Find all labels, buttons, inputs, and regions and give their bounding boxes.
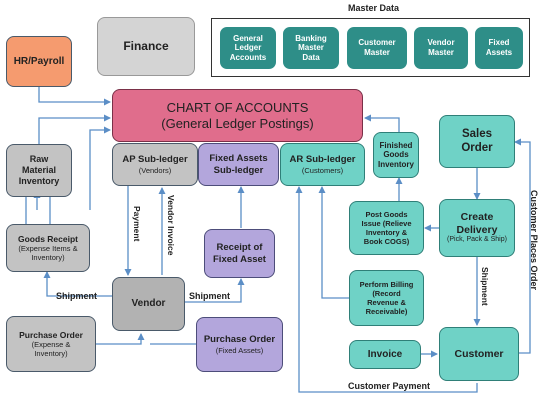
arrow-raw-to-chart bbox=[38, 114, 111, 144]
shipment-vertical-label: Shipment bbox=[480, 267, 490, 306]
shipment-right-label: Shipment bbox=[189, 291, 231, 301]
hr-payroll-box[interactable]: HR/Payroll bbox=[6, 36, 72, 87]
purchase-order-fixed-assets[interactable]: Purchase Order(Fixed Assets) bbox=[196, 317, 283, 372]
vendor-invoice-label: Vendor Invoice bbox=[166, 195, 176, 256]
arrow-gr-to-ap bbox=[89, 126, 111, 210]
customer-places-order-label: Customer Places Order bbox=[529, 190, 539, 291]
invoice-box[interactable]: Invoice bbox=[349, 340, 421, 369]
purchase-order[interactable]: Purchase Order(Expense &Inventory) bbox=[6, 316, 96, 372]
arrow-gr-to-raw-lines bbox=[25, 197, 51, 224]
vendor-box[interactable]: Vendor bbox=[112, 277, 185, 331]
finance-box[interactable]: Finance bbox=[97, 17, 195, 76]
arrow-hr-to-chart bbox=[38, 87, 111, 106]
arrow-vendor-to-receipt bbox=[185, 278, 245, 303]
arrow-billing-to-ar bbox=[318, 186, 349, 299]
arrow-vendor-to-gr bbox=[43, 271, 112, 297]
payment-label: Payment bbox=[132, 206, 142, 242]
chart-of-accounts[interactable]: CHART OF ACCOUNTS(General Ledger Posting… bbox=[112, 89, 363, 142]
customer-box[interactable]: Customer bbox=[439, 327, 519, 381]
arrow-fg-to-chart bbox=[364, 114, 400, 132]
arrow-customer-payment bbox=[295, 186, 478, 393]
ap-subledger[interactable]: AP Sub-ledger(Vendors) bbox=[112, 143, 198, 186]
customer-payment-label: Customer Payment bbox=[348, 381, 431, 391]
master-data-title: Master Data bbox=[348, 3, 400, 13]
shipment-left-label: Shipment bbox=[56, 291, 98, 301]
arrow-customer-places-order bbox=[514, 138, 531, 354]
master-data-frame bbox=[211, 18, 530, 77]
ar-subledger[interactable]: AR Sub-ledger(Customers) bbox=[280, 143, 365, 186]
arrow-po-to-vendor bbox=[96, 333, 145, 345]
goods-receipt[interactable]: Goods Receipt(Expense Items &Inventory) bbox=[6, 224, 90, 272]
